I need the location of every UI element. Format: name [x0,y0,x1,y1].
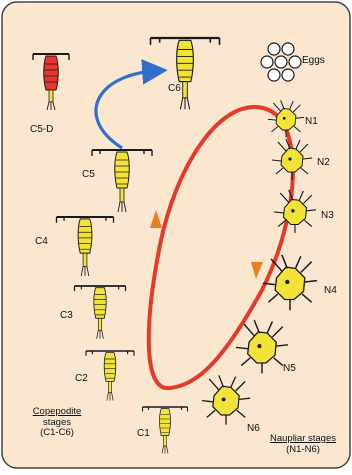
label-c5d: C5-D [30,125,53,135]
label-c6: C6 [168,84,181,94]
label-c4: C4 [35,237,48,247]
label-n3: N3 [321,211,334,221]
label-c2: C2 [75,374,88,384]
label-eggs: Eggs [302,56,325,66]
label-n5: N5 [283,364,296,374]
label-n4: N4 [324,286,337,296]
label-c3: C3 [60,311,73,321]
label-n6: N6 [247,424,260,434]
copepodite-caption: Copepodite stages (C1-C6) [22,407,92,439]
label-n2: N2 [317,158,330,168]
label-c1: C1 [137,429,150,439]
naupliar-caption-line2: (N1-N6) [258,445,348,456]
naupliar-caption: Naupliar stages (N1-N6) [258,434,348,455]
label-c5: C5 [82,170,95,180]
label-n1: N1 [305,117,318,127]
copepodite-caption-line3: (C1-C6) [22,428,92,439]
